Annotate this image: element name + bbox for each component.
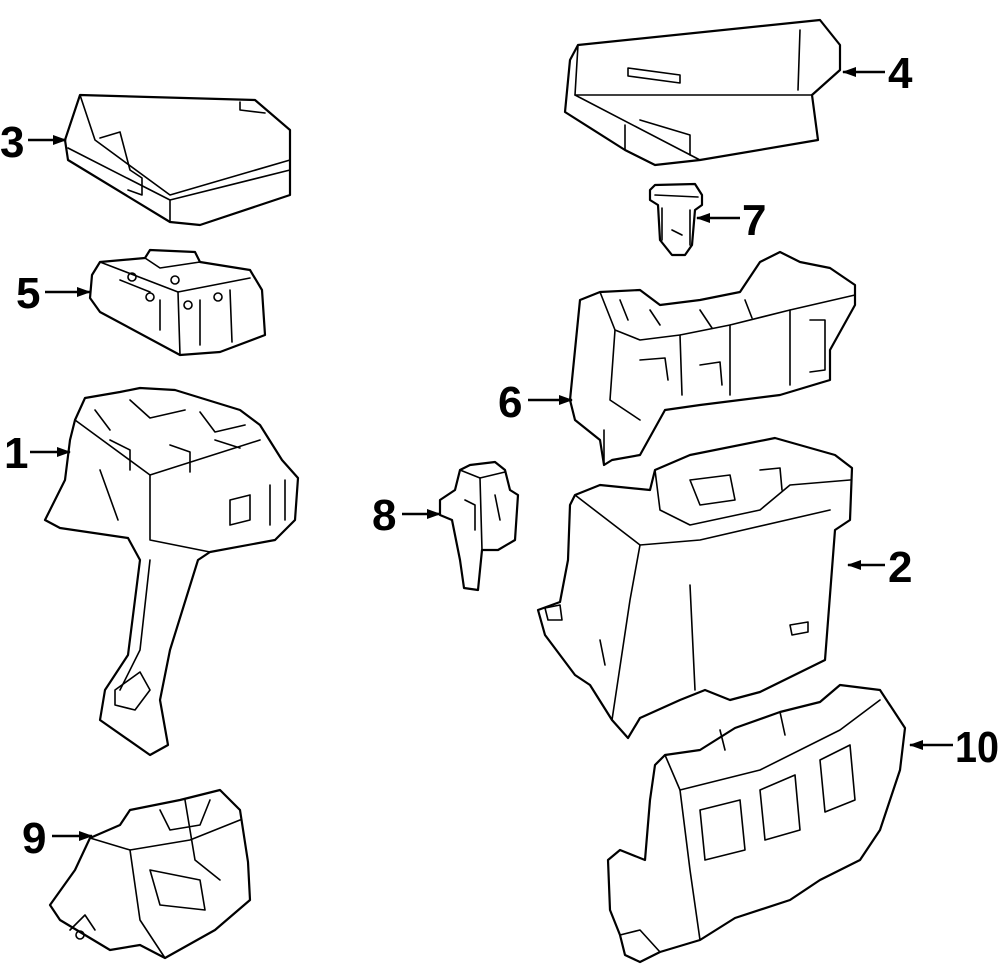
part-4-cover[interactable] (563, 18, 842, 167)
callout-7: 7 (742, 196, 766, 245)
part-1-relay-box-bracket[interactable] (43, 386, 300, 757)
callout-1: 1 (4, 429, 28, 478)
part-9-connector-bracket[interactable] (48, 788, 252, 960)
part-5-relay-block[interactable] (88, 248, 267, 357)
callout-3: 3 (0, 118, 24, 167)
part-2-housing[interactable] (536, 436, 854, 740)
callout-leaders (28, 67, 953, 841)
callout-8: 8 (372, 491, 396, 540)
callout-2: 2 (888, 543, 912, 592)
callout-9: 9 (22, 814, 46, 863)
callout-10: 10 (955, 723, 999, 772)
callout-6: 6 (498, 378, 522, 427)
part-7-relay[interactable] (648, 182, 704, 257)
part-8-connector[interactable] (438, 460, 520, 592)
callout-5: 5 (16, 269, 40, 318)
part-6-fuse-relay-block[interactable] (568, 250, 857, 467)
part-10-lower-tray[interactable] (606, 683, 907, 964)
callout-4: 4 (888, 49, 913, 98)
callout-labels: 1 2 3 4 5 6 7 8 9 10 (0, 49, 999, 863)
part-3-cover[interactable] (63, 93, 292, 227)
